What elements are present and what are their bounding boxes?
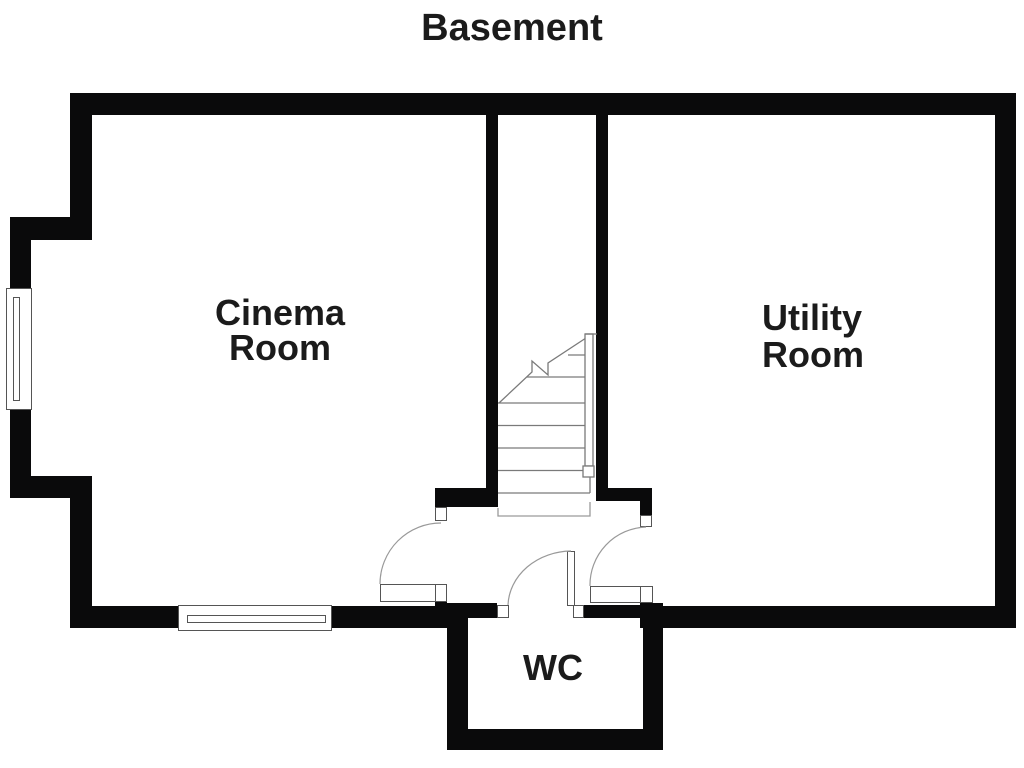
stair-bottom-step [497, 502, 591, 517]
utility-label-line1: Utility [762, 297, 863, 338]
room-label-wc: WC [523, 647, 583, 688]
room-label-cinema: Cinema Room [170, 292, 390, 368]
wall-left-lower [70, 476, 92, 628]
wall-right [995, 93, 1016, 628]
wall-wc-right [643, 603, 663, 750]
stair-break-line [498, 335, 590, 404]
wc-door-arc [507, 550, 572, 606]
staircase [497, 333, 597, 517]
cinema-label-line1: Cinema [214, 292, 346, 333]
wall-hall-left [435, 488, 498, 507]
utility-door-arc [589, 526, 647, 587]
wc-door-jamb-hinge [573, 605, 584, 618]
wall-utility-door-post [640, 603, 663, 628]
wall-bay-left-upper [10, 217, 31, 292]
wall-stairwell-right [596, 115, 608, 501]
utility-door-jamb-top [640, 515, 652, 527]
wall-left-upper [70, 93, 92, 229]
bottom-window-pane [187, 615, 326, 623]
utility-label-line2: Room [762, 334, 864, 375]
room-label-utility: Utility Room [762, 299, 864, 373]
wall-stairwell-left [486, 115, 498, 501]
utility-door-jamb-hinge [640, 586, 653, 603]
wall-bay-left-lower [10, 406, 31, 498]
bottom-window [178, 605, 332, 631]
utility-door-leaf [590, 586, 641, 603]
wall-top [70, 93, 1016, 115]
wall-bottom-right [662, 606, 1016, 628]
plan-title: Basement [421, 7, 603, 49]
bay-window [6, 288, 32, 410]
cinema-door-arc [379, 522, 442, 585]
wall-utility-door-stub [640, 501, 652, 516]
stair-handrail [584, 333, 594, 467]
cinema-door-jamb-top [435, 507, 447, 521]
stair-newel-post [582, 465, 595, 478]
wall-wc-top-right [584, 605, 643, 618]
wall-wc-top-left [447, 603, 497, 618]
cinema-label-line2: Room [229, 327, 331, 368]
wall-cinema-door-post [435, 602, 447, 628]
cinema-door-jamb-hinge [435, 584, 447, 602]
wall-hall-right [596, 488, 652, 501]
wall-wc-left [447, 603, 468, 750]
wc-door-jamb-left [497, 605, 509, 618]
bay-window-pane [13, 297, 20, 401]
cinema-door-leaf [380, 584, 436, 602]
wc-door-leaf [567, 551, 575, 606]
wall-wc-bottom [447, 729, 663, 750]
